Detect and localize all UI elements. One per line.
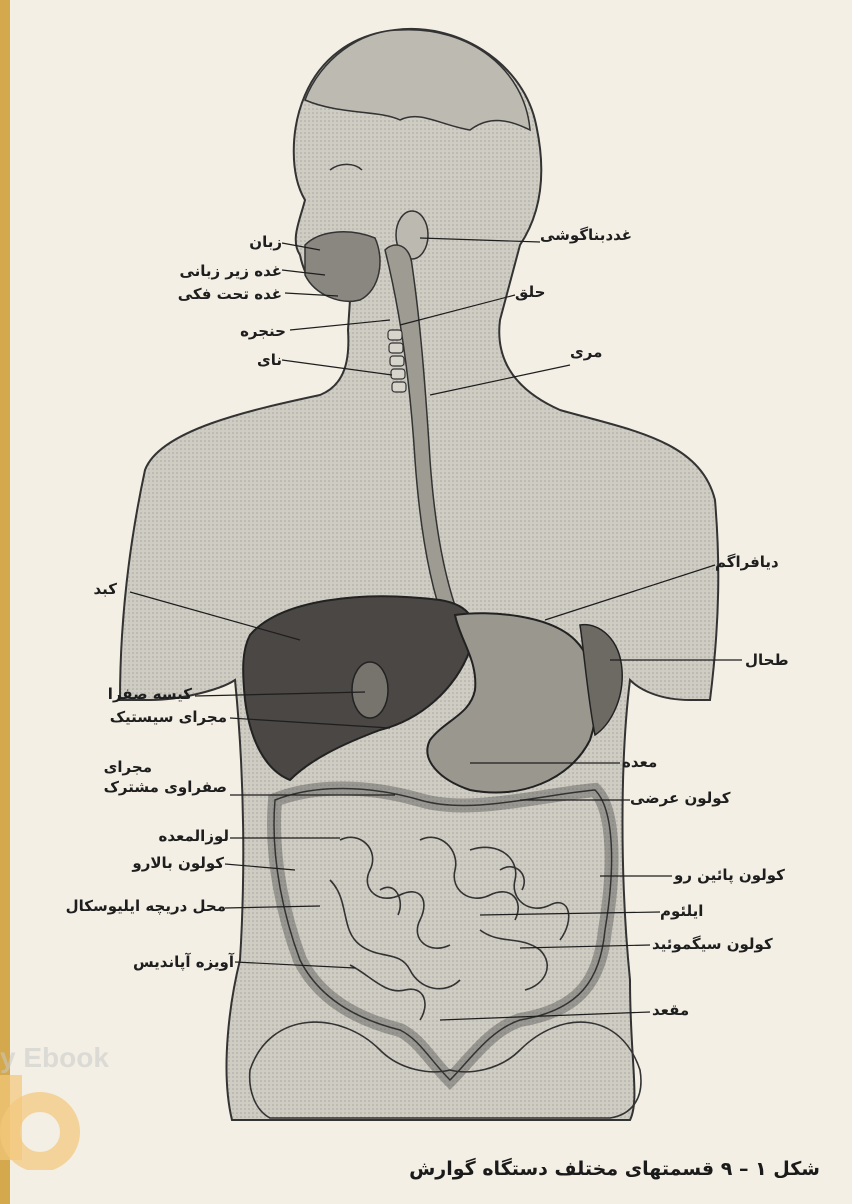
label-common-bile-duct-2: صفراوی مشترک xyxy=(104,778,227,796)
label-descending-colon: کولون پائین رو xyxy=(674,866,785,884)
label-pharynx: حلق xyxy=(515,283,545,301)
label-common-bile-duct-1: مجرای xyxy=(104,758,152,776)
label-appendix: آویزه آپاندیس xyxy=(133,953,234,971)
ebook-logo-icon xyxy=(0,1070,80,1170)
label-pancreas: لوزالمعده xyxy=(159,827,230,845)
label-stomach: معده xyxy=(622,753,657,771)
label-esophagus: مری xyxy=(570,343,602,361)
label-spleen: طحال xyxy=(745,651,789,669)
label-ascending-colon: کولون بالارو xyxy=(132,854,224,872)
label-gallbladder: کیسه صفرا xyxy=(108,685,192,703)
label-trachea: نای xyxy=(257,351,282,369)
label-sublingual: غده زیر زبانی xyxy=(179,262,282,280)
label-cystic-duct: مجرای سیستیک xyxy=(110,708,227,726)
label-diaphragm: دیافراگم xyxy=(715,553,779,571)
label-sigmoid: کولون سیگموئید xyxy=(652,935,773,953)
mouth-cavity xyxy=(305,232,380,301)
figure-caption: شکل ۱ – ۹ قسمتهای مختلف دستگاه گوارش xyxy=(0,1158,820,1180)
label-ileum: ایلئوم xyxy=(660,902,703,920)
gallbladder xyxy=(352,662,388,718)
label-submandibular: غده تحت فکی xyxy=(178,285,282,303)
label-parotid: غددبناگوشی xyxy=(540,226,632,244)
label-larynx: حنجره xyxy=(240,322,286,340)
label-liver: کبد xyxy=(93,580,117,598)
label-tongue: زبان xyxy=(249,233,282,251)
label-ileocecal: محل دریچه ایلیوسکال xyxy=(66,897,226,915)
label-rectum: مقعد xyxy=(652,1001,689,1019)
label-transverse-colon: کولون عرضی xyxy=(630,789,730,807)
